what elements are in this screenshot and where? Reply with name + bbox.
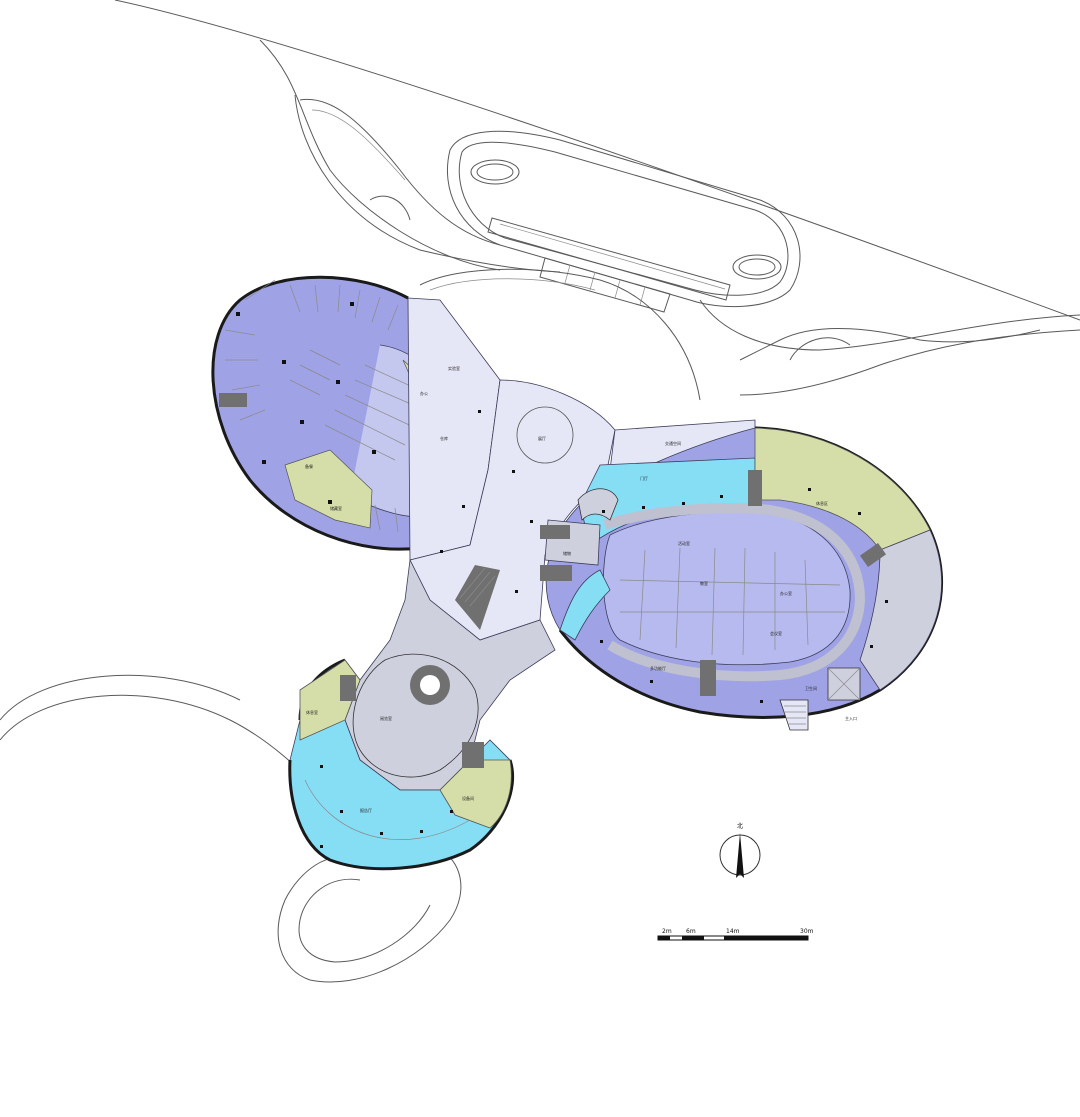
scale-label-1: 2m [662,928,672,935]
scale-bar: 2m 6m 14m 30m [657,928,814,941]
room-label: 活动室 [678,540,690,546]
room-label: 多功能厅 [650,665,666,671]
east-wing [540,426,943,731]
room-label: 门厅 [640,475,648,481]
room-label: 实验室 [448,365,460,371]
room-label: 仓库 [440,435,448,441]
south-wing [288,653,515,871]
room-label: 设备间 [462,795,474,801]
scale-label-3: 14m [726,928,740,935]
room-label: 休息室 [306,709,318,715]
room-label: 卫生间 [805,685,817,691]
scale-label-4: 30m [800,928,814,935]
room-label: 储藏室 [330,505,342,511]
room-label: 交通空间 [665,440,681,446]
room-label: 报告厅 [360,807,372,813]
room-label: 办公室 [780,590,792,596]
north-label: 北 [737,822,743,830]
room-label: 会议室 [770,630,782,636]
room-label: 教室 [700,580,708,586]
room-label: 办公 [420,390,428,396]
room-labels: 实验室 办公 仓库 储藏室 备餐 展厅 交通空间 门厅 休息区 活动室 储物 教… [305,365,857,813]
room-label: 储物 [563,550,571,556]
room-label: 展厅 [538,435,546,441]
scale-label-2: 6m [686,928,696,935]
room-label: 备餐 [305,463,313,469]
north-arrow: 北 [719,822,761,878]
room-label: 主入口 [845,715,857,721]
room-label: 阅览室 [380,715,392,721]
room-label: 休息区 [816,500,828,506]
